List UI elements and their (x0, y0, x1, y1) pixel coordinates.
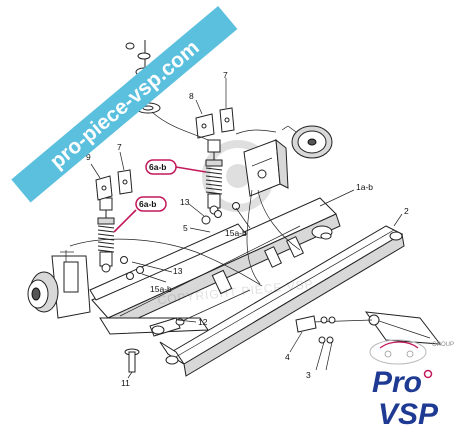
label-7-lower: 7 (117, 142, 122, 152)
bolt-11 (124, 348, 140, 373)
leader-lines (90, 67, 403, 379)
nut-washer-right (201, 202, 240, 225)
provsp-logo: GROUP Pro VSP (369, 339, 454, 431)
handbrake-lever (295, 311, 442, 345)
label-7-upper: 7 (223, 70, 228, 80)
shock-absorber-right (205, 139, 223, 215)
cross-tube (149, 317, 185, 337)
logo-dot (423, 369, 433, 379)
shock-absorber-left (97, 197, 115, 273)
label-2: 2 (404, 206, 409, 216)
label-13-lower: 13 (173, 266, 183, 276)
label-12: 12 (198, 317, 208, 327)
label-1ab: 1a-b (356, 182, 373, 192)
label-8: 8 (189, 91, 194, 101)
part-labels: 1a-b 2 3 4 5 6a-b 6a-b 7 7 8 9 10 11 12 … (86, 63, 409, 388)
left-brake-drum (27, 250, 91, 319)
axle-beam (159, 225, 405, 377)
bracket-7-lower (117, 169, 133, 195)
label-6ab-upper: 6a-b (149, 162, 166, 172)
label-3: 3 (306, 370, 311, 380)
label-9: 9 (86, 152, 91, 162)
logo-tag: GROUP (432, 342, 454, 348)
shock-mount-bracket (243, 138, 289, 197)
banner-text: pro-piece-vsp.com (46, 36, 204, 174)
bracket-8 (195, 113, 215, 139)
label-15ab-lower: 15a-b (150, 284, 172, 294)
label-11: 11 (121, 378, 130, 388)
bracket-7-upper (219, 107, 235, 133)
label-4: 4 (285, 352, 290, 362)
callout-6ab-lower (113, 196, 167, 233)
label-6ab-lower: 6a-b (139, 199, 156, 209)
right-brake-drum (281, 125, 333, 159)
nut-washer-left (120, 256, 144, 280)
label-15ab-upper: 15a-b (225, 228, 247, 238)
banner-band (11, 5, 238, 203)
label-5: 5 (183, 223, 188, 233)
brake-cables (69, 111, 301, 287)
logo-line2: VSP (378, 398, 439, 431)
bracket-9 (95, 175, 113, 201)
logo-line1: Pro (372, 366, 422, 399)
label-13-upper: 13 (180, 197, 190, 207)
callout-6ab-upper (145, 159, 207, 175)
